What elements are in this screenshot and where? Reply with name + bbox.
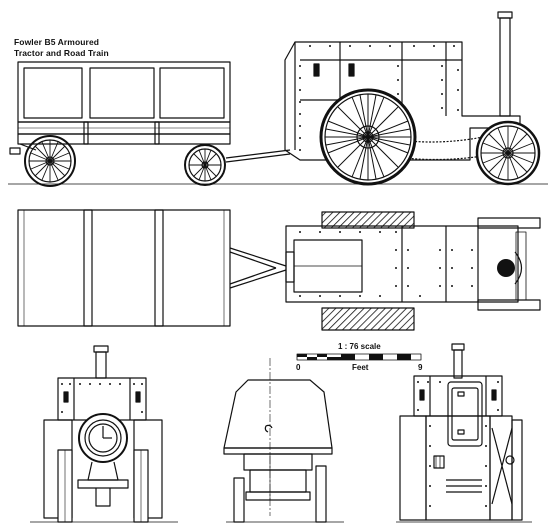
trailer-front-wheel xyxy=(24,135,76,187)
trailer-side xyxy=(9,61,291,163)
trailer-end-view xyxy=(223,358,344,523)
scale-start: 0 xyxy=(296,363,301,372)
title-line-2: Tractor and Road Train xyxy=(14,48,109,58)
scale-end: 9 xyxy=(418,363,423,372)
front-view xyxy=(30,345,178,523)
scale-unit: Feet xyxy=(352,363,369,372)
tractor-rear-wheel xyxy=(319,88,417,186)
scale-ratio: 1 : 76 scale xyxy=(338,342,381,351)
trailer-rear-wheel xyxy=(184,144,226,186)
drawing-title: Fowler B5 Armoured Tractor and Road Trai… xyxy=(14,37,109,59)
tractor-front-wheel xyxy=(475,120,541,186)
plan-view xyxy=(17,209,541,331)
side-view xyxy=(8,11,548,187)
rear-view xyxy=(396,343,532,523)
title-line-1: Fowler B5 Armoured xyxy=(14,37,100,47)
trailer-plan xyxy=(17,209,287,327)
scale-bar: 1 : 76 scale 0 Feet 9 xyxy=(296,342,423,372)
tractor-plan xyxy=(285,211,541,331)
